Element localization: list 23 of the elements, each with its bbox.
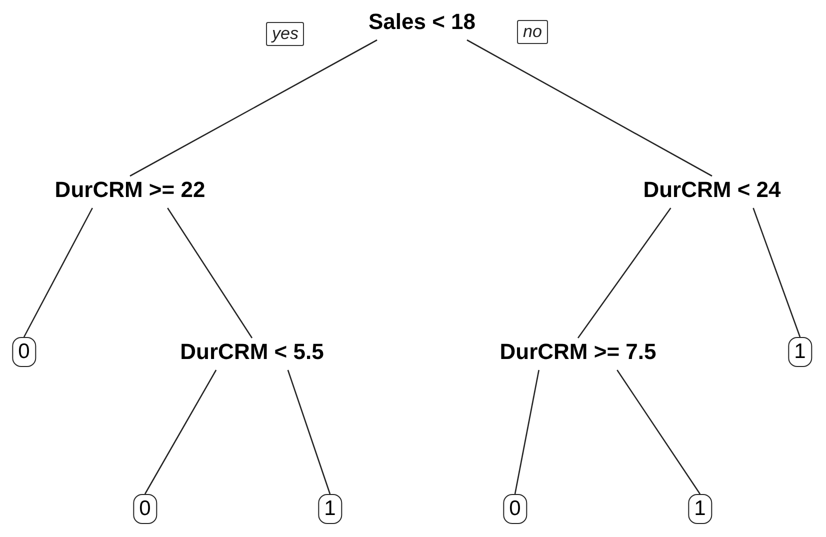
branch-line <box>144 370 217 494</box>
branch-line <box>130 39 378 177</box>
branch-line <box>514 370 540 494</box>
branch-line <box>167 208 253 338</box>
split-condition: DurCRM >= 7.5 <box>500 338 656 366</box>
branch-line <box>752 208 801 338</box>
branch-line <box>287 370 331 494</box>
leaf-box: 0 <box>12 337 36 367</box>
split-condition: Sales < 18 <box>368 8 476 36</box>
branch-line <box>616 370 701 494</box>
leaf-box: 0 <box>133 494 157 524</box>
split-condition: DurCRM < 5.5 <box>180 338 324 366</box>
edge-label: yes <box>266 22 304 46</box>
split-condition: DurCRM >= 22 <box>54 176 206 204</box>
edge-label: no <box>517 20 548 44</box>
leaf-box: 0 <box>503 494 527 524</box>
leaf-box: 1 <box>688 494 712 524</box>
branch-line <box>577 208 672 338</box>
leaf-box: 1 <box>318 494 342 524</box>
leaf-box: 1 <box>788 337 812 367</box>
split-condition: DurCRM < 24 <box>643 176 781 204</box>
branch-line <box>466 39 712 177</box>
branch-line <box>23 208 93 338</box>
